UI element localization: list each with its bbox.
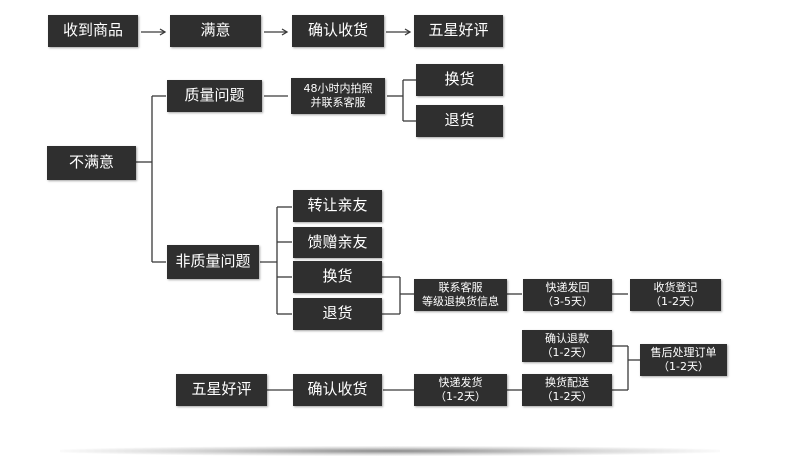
node-contact-service: 联系客服 等级退换货信息 <box>414 279 507 311</box>
node-confirm-receipt: 确认收货 <box>292 15 384 47</box>
node-satisfied: 满意 <box>170 15 261 47</box>
node-quality-exchange: 换货 <box>416 64 503 96</box>
node-nonquality-return: 退货 <box>293 298 382 330</box>
node-express-ship: 快递发货 （1-2天） <box>414 374 507 406</box>
node-after-sale-order: 售后处理订单 （1-2天） <box>640 344 727 376</box>
node-quality-return: 退货 <box>416 105 503 137</box>
node-quality-note: 48小时内拍照 并联系客服 <box>291 78 385 114</box>
bottom-shadow <box>60 446 720 456</box>
node-gift-friends: 馈赠亲友 <box>293 227 382 258</box>
node-exchange-delivery: 换货配送 （1-2天） <box>522 374 612 406</box>
node-non-quality-problem: 非质量问题 <box>167 245 259 279</box>
node-confirm-refund: 确认退款 （1-2天） <box>522 330 612 362</box>
node-received: 收到商品 <box>48 15 138 47</box>
node-receive-register: 收货登记 （1-2天） <box>630 279 721 311</box>
node-bottom-five-star: 五星好评 <box>176 374 267 406</box>
node-transfer-friends: 转让亲友 <box>293 190 382 222</box>
node-unsatisfied: 不满意 <box>47 146 136 180</box>
node-express-send-back: 快递发回 （3-5天） <box>523 279 612 311</box>
node-nonquality-exchange: 换货 <box>293 261 382 293</box>
node-five-star: 五星好评 <box>414 15 503 47</box>
node-bottom-confirm-receipt: 确认收货 <box>293 374 382 406</box>
node-quality-problem: 质量问题 <box>167 80 262 112</box>
